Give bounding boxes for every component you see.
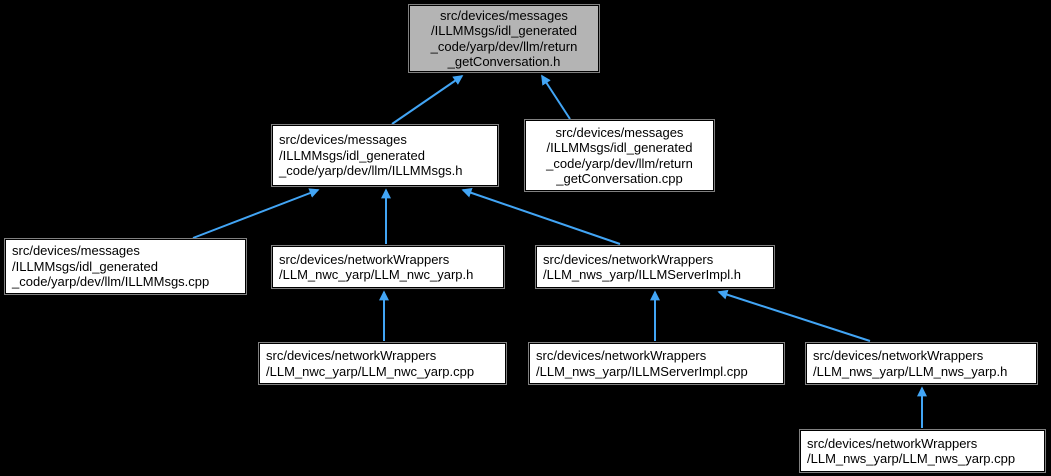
dependency-edge [461, 188, 621, 245]
graph-node-LLM_nwc_yarp_cpp[interactable]: src/devices/networkWrappers/LLM_nwc_yarp… [258, 342, 507, 385]
node-label-line: src/devices/networkWrappers [543, 251, 714, 267]
node-label-line: _getConversation.cpp [556, 171, 683, 186]
node-label-line: /LLM_nwc_yarp/LLM_nwc_yarp.h [279, 267, 474, 282]
node-label-line: src/devices/messages [12, 243, 140, 259]
dependency-edge [541, 74, 571, 120]
dependency-edge [192, 188, 320, 239]
node-label-line: /LLM_nws_yarp/ILLMServerImpl.h [543, 267, 741, 282]
node-label-line: /LLM_nwc_yarp/LLM_nwc_yarp.cpp [266, 363, 475, 379]
graph-node-return_getConversation_cpp[interactable]: src/devices/messages/ILLMMsgs/idl_genera… [524, 119, 715, 192]
node-label-line: src/devices/messages [440, 7, 568, 23]
node-label-line: _code/yarp/dev/llm/ILLMMsgs.h [279, 163, 463, 179]
node-label-line: src/devices/networkWrappers [807, 435, 978, 451]
node-label-line: /ILLMMsgs/idl_generated [546, 140, 693, 155]
node-label-line: src/devices/networkWrappers [266, 348, 437, 363]
node-label-line: /LLM_nws_yarp/ILLMServerImpl.cpp [536, 363, 748, 379]
graph-node-ILLMServerImpl_cpp[interactable]: src/devices/networkWrappers/LLM_nws_yarp… [528, 342, 785, 385]
node-label-line: _getConversation.h [447, 54, 561, 69]
graph-node-LLM_nws_yarp_h[interactable]: src/devices/networkWrappers/LLM_nws_yarp… [805, 342, 1038, 385]
graph-node-ILLMMsgs_h[interactable]: src/devices/messages/ILLMMsgs/idl_genera… [271, 124, 499, 187]
node-label-line: src/devices/networkWrappers [536, 348, 707, 363]
graph-node-LLM_nws_yarp_cpp[interactable]: src/devices/networkWrappers/LLM_nws_yarp… [799, 429, 1046, 473]
node-label-line: /ILLMMsgs/idl_generated [12, 258, 158, 274]
node-label-line: /LLM_nws_yarp/LLM_nws_yarp.h [813, 363, 1008, 379]
dependency-edge [391, 75, 464, 125]
graph-node-ILLMMsgs_cpp[interactable]: src/devices/messages/ILLMMsgs/idl_genera… [4, 238, 247, 295]
node-label-line: /ILLMMsgs/idl_generated [431, 23, 577, 38]
node-label-line: _code/yarp/dev/llm/ILLMMsgs.cpp [12, 274, 210, 290]
node-label-line: src/devices/messages [555, 124, 684, 140]
node-label-line: /LLM_nws_yarp/LLM_nws_yarp.cpp [807, 451, 1016, 466]
graph-node-ILLMServerImpl_h[interactable]: src/devices/networkWrappers/LLM_nws_yarp… [535, 245, 775, 289]
node-label-line: _code/yarp/dev/llm/return [546, 155, 693, 171]
node-label-line: src/devices/messages [279, 132, 407, 148]
graph-node-LLM_nwc_yarp_h[interactable]: src/devices/networkWrappers/LLM_nwc_yarp… [271, 245, 505, 289]
node-label-line: _code/yarp/dev/llm/return [430, 38, 578, 54]
node-label-line: src/devices/networkWrappers [813, 348, 984, 363]
node-label-line: src/devices/networkWrappers [279, 251, 450, 267]
node-label-line: /ILLMMsgs/idl_generated [279, 147, 425, 163]
graph-node-return_getConversation_h[interactable]: src/devices/messages/ILLMMsgs/idl_genera… [408, 4, 600, 73]
dependency-edge [717, 289, 871, 342]
